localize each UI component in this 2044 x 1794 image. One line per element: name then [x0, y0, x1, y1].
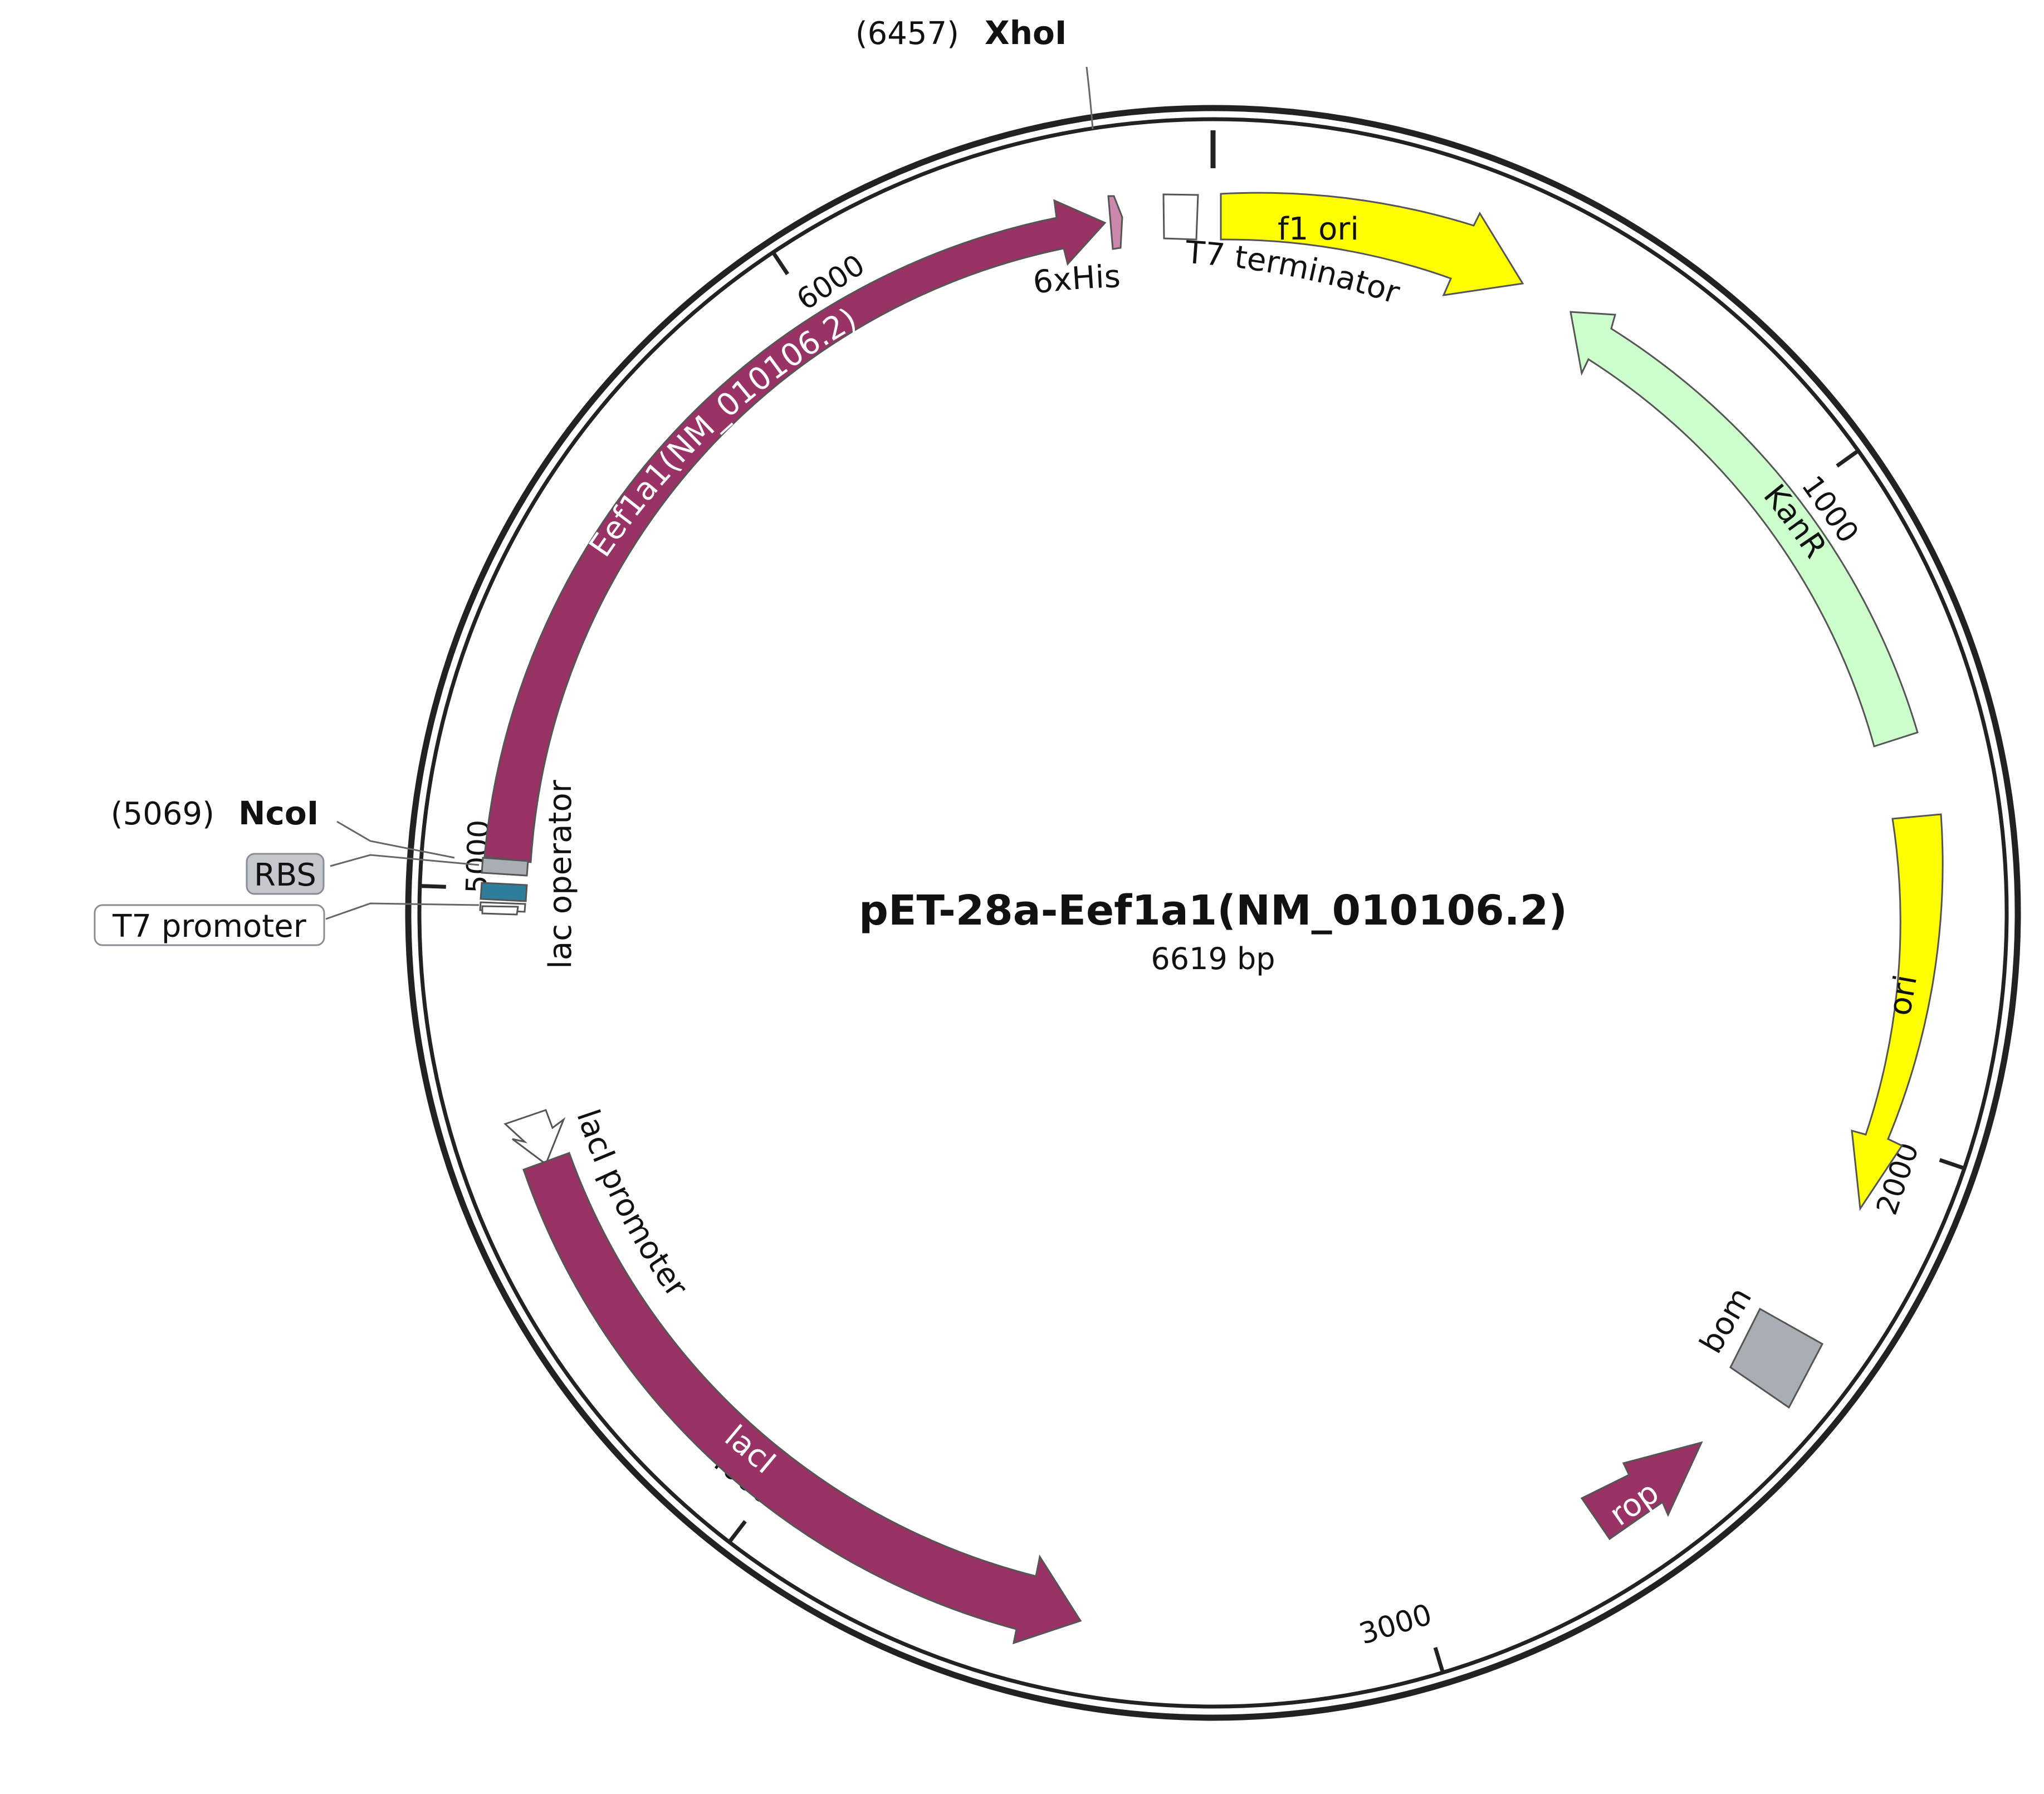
feature-laci-promoter[interactable] — [503, 1109, 566, 1166]
t7-promoter-leader — [325, 902, 480, 920]
scale-tick-6000 — [771, 251, 790, 276]
backbone-inner — [417, 117, 2009, 1709]
scale-tick-4000 — [727, 1520, 747, 1543]
scale-tick-1000 — [1836, 449, 1860, 468]
feature-6xhis[interactable] — [1107, 195, 1123, 250]
plasmid-size: 6619 bp — [1151, 941, 1275, 976]
ncoi-name: NcoI — [238, 794, 319, 832]
scale-tick-2000 — [1939, 1158, 1965, 1171]
xhoi-leader — [1085, 66, 1094, 130]
scale-tick-3000 — [1433, 1646, 1445, 1673]
label-lac-operator: lac operator — [542, 779, 579, 969]
label-eef1a1: Eef1a1(NM_010106.2) — [582, 301, 863, 564]
feature-rbs[interactable] — [481, 857, 529, 877]
feature-bom[interactable] — [1729, 1307, 1824, 1409]
feature-ori[interactable] — [1851, 813, 1944, 1211]
feature-t7-tag[interactable] — [480, 882, 528, 902]
feature-f1-ori[interactable] — [1220, 192, 1524, 296]
xhoi-position: (6457) — [855, 16, 959, 52]
rbs-label-box — [246, 853, 325, 895]
feature-t7-promoter[interactable] — [481, 905, 519, 916]
label-t7-promoter: T7 promoter — [112, 908, 306, 945]
scale-tick-label-3000: 3000 — [1356, 1598, 1436, 1651]
scale-tick-5000 — [419, 884, 446, 889]
label-ori: ori — [1881, 972, 1924, 1018]
feature-kanr[interactable] — [1569, 311, 1919, 747]
plasmid-name: pET-28a-Eef1a1(NM_010106.2) — [859, 887, 1567, 935]
feature-laci[interactable] — [522, 1152, 1082, 1645]
feature-rop[interactable] — [1580, 1441, 1703, 1541]
label-f1-ori: f1 ori — [1278, 211, 1359, 247]
backbone-outer — [405, 105, 2021, 1721]
rbs-leader — [330, 854, 480, 867]
xhoi-name: XhoI — [985, 14, 1067, 52]
t7-promoter-label-box — [94, 904, 325, 946]
ncoi-leader — [336, 820, 455, 859]
label-rbs: RBS — [254, 857, 316, 893]
feature-t7-terminator[interactable] — [1162, 193, 1199, 241]
label-6xhis: 6xHis — [1031, 258, 1121, 301]
feature-eef1a1[interactable] — [483, 199, 1107, 863]
ncoi-position: (5069) — [111, 796, 214, 832]
